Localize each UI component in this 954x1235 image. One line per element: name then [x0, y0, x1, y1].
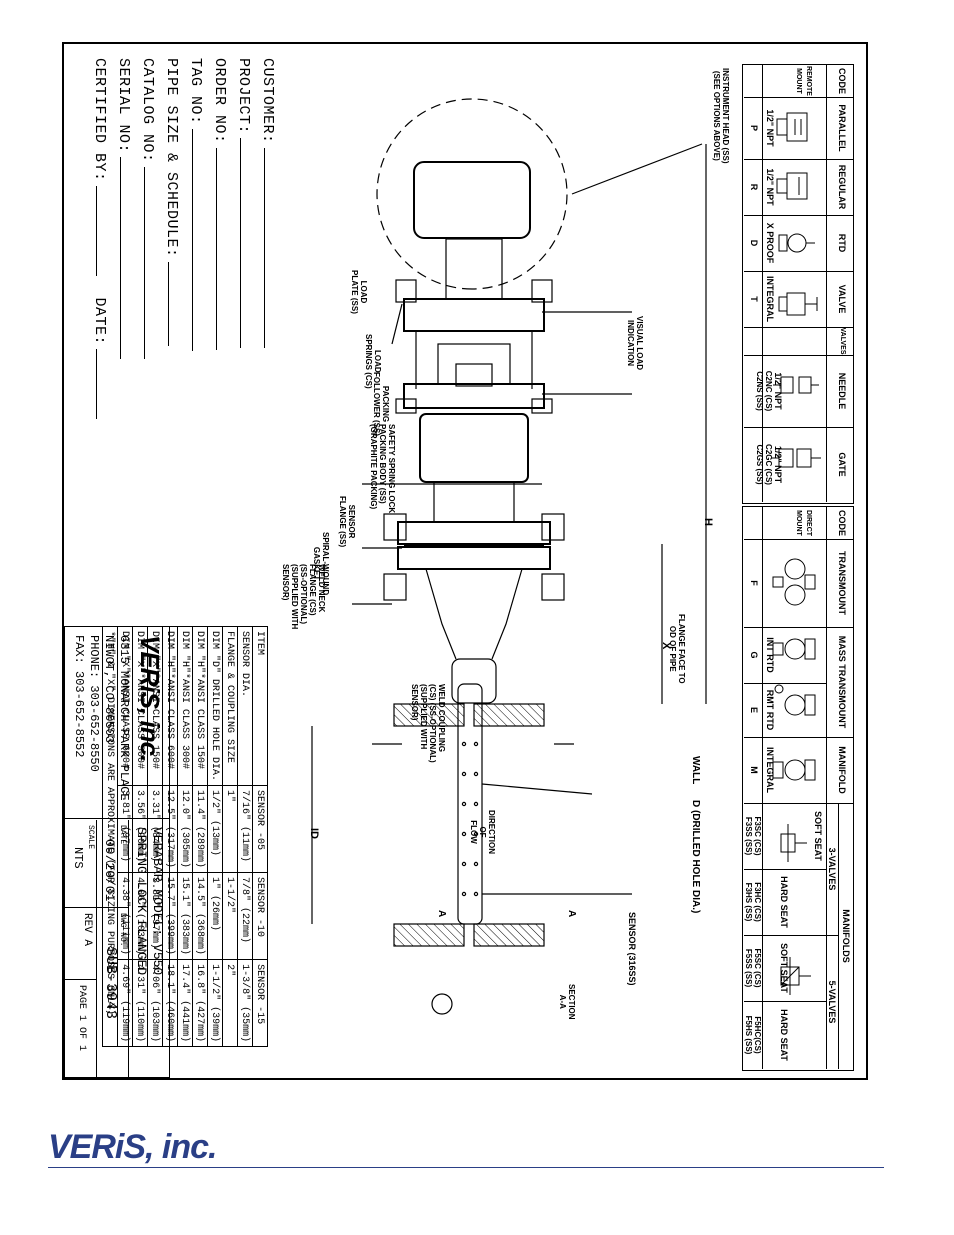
callout-weld-coupling: WELD COUPLING (CS) (SS-OPTIONAL) (SUPPLI…	[410, 684, 446, 763]
title-dwg-no: SUB-3943	[102, 947, 119, 1020]
callout-safety-spring: SAFETY SPRING LOCK PACKING BODY (SS) (GR…	[369, 424, 396, 514]
dm-code-m: M	[749, 766, 759, 774]
dm-mass-transmount: MASS TRANSMOUNT	[837, 635, 847, 729]
callout-sensor-flange: SENSOR FLANGE (SS)	[338, 496, 356, 548]
dm-code-g: G	[749, 651, 759, 659]
callout-drilled-hole: D (DRILLED HOLE DIA.)	[690, 800, 701, 914]
order-no-line: ORDER NO:	[211, 58, 228, 350]
dm-code-header: CODE	[837, 509, 847, 536]
rm-code-d: D	[749, 239, 759, 247]
dims-header-item: ITEM	[252, 626, 268, 786]
dm-type-header: DIRECT MOUNT	[795, 509, 812, 537]
title-company-logo: VERiS, inc.	[135, 635, 165, 762]
title-scale: NTS	[71, 847, 85, 869]
dim-h-label: H	[702, 518, 714, 526]
callout-load-plate: LOAD PLATE (SS)	[350, 270, 368, 314]
callout-sensor-316: SENSOR (316SS)	[627, 912, 637, 986]
title-dwg-label: DWG NO.	[118, 913, 127, 947]
remote-mount-table: CODE PARALLEL REGULAR RTD VALVE VALVES N…	[742, 64, 854, 504]
drawing-sheet: CODE PARALLEL REGULAR RTD VALVE VALVES N…	[62, 42, 868, 1080]
dim-id-label: ID	[308, 828, 320, 839]
rm-needle: NEEDLE	[837, 372, 847, 410]
rm-type-header: REMOTE MOUNT	[795, 66, 812, 96]
dim-x-label: X	[660, 642, 672, 650]
dm-three-valves: 3-VALVES	[827, 847, 837, 891]
direct-mount-sketches	[772, 558, 816, 995]
rm-code-t: T	[749, 296, 759, 302]
dm-transmount: TRANSMOUNT	[837, 551, 847, 615]
dm-mf-code-1: F3SC (CS) F3SS (SS)	[744, 816, 762, 856]
tag-no-line: TAG NO:	[187, 58, 204, 351]
title-page: PAGE 1 OF 1	[76, 985, 87, 1052]
dm-five-valves: 5-VALVES	[827, 980, 837, 1024]
rm-gate: GATE	[837, 452, 847, 477]
dm-mf-code-2: F3HC (CS) F3HS (SS)	[744, 882, 762, 922]
dm-manifolds: MANIFOLDS	[841, 909, 851, 963]
rm-code-header: CODE	[837, 67, 847, 94]
callout-section: SECTION A-A	[558, 984, 576, 1020]
callout-weld-neck: WELD NECK FLANGE (CS) (SS-OPTIONAL) (SUP…	[281, 564, 326, 630]
dm-code-f: F	[749, 580, 759, 586]
rm-parallel: PARALLEL	[837, 104, 847, 152]
rm-regular: REGULAR	[837, 164, 847, 210]
title-date-label: DATE	[118, 825, 127, 845]
footer-rule	[48, 1167, 884, 1168]
rm-rtd: RTD	[837, 233, 847, 253]
table-row: DIM "H"*ANSI CLASS 150#11.4" (289mm)14.5…	[192, 626, 208, 1047]
dims-header-10: SENSOR -10	[252, 872, 268, 960]
project-line: PROJECT:	[235, 58, 252, 349]
serial-no-line: SERIAL NO:	[115, 58, 132, 360]
title-scale-label: SCALE	[86, 825, 95, 850]
customer-line: CUSTOMER:	[259, 58, 276, 348]
dims-header-05: SENSOR -05	[252, 785, 268, 873]
title-description: SPRING LOCK FLANGED	[134, 827, 149, 976]
sensor-assembly-drawing	[311, 98, 707, 1015]
table-row: DIM "D" DRILLED HOLE DIA.1/2" (13mm)1" (…	[207, 626, 223, 1047]
section-a-mark-1: A	[566, 910, 577, 918]
date-label: DATE:	[91, 297, 108, 346]
dm-code-e: E	[749, 706, 759, 713]
dm-manifold: MANIFOLD	[837, 746, 847, 794]
title-model: VERABAR MODEL: V550	[150, 827, 165, 976]
title-fax: FAX: 303-652-8552	[72, 635, 86, 758]
rm-code-p: P	[749, 124, 759, 131]
dims-header-15: SENSOR -15	[252, 959, 268, 1047]
table-row: DIM "H"*ANSI CLASS 300#12.0" (305mm)15.1…	[177, 626, 193, 1047]
footer-logo: VERiS, inc.	[48, 1128, 217, 1166]
rm-valves: VALVES	[839, 327, 846, 355]
rm-code-r: R	[749, 183, 759, 191]
rotated-drawing: CODE PARALLEL REGULAR RTD VALVE VALVES N…	[64, 44, 866, 1078]
dm-mf-code-3: F5SC (CS) F5SS (SS)	[744, 948, 762, 988]
catalog-no-line: CATALOG NO:	[139, 58, 156, 359]
title-address1: 6315 MONARCH PARK PLACE	[117, 635, 131, 801]
dm-mf-code-4: F5HC(CS) F5HS (SS)	[744, 1015, 762, 1055]
callout-direction-flow: DIRECTION OF FLOW	[469, 810, 496, 854]
section-a-mark-2: A	[436, 910, 447, 918]
callout-visual-load: VISUAL LOAD INDICATION	[626, 316, 644, 371]
title-address2: NIWOT, CO 80503	[102, 635, 116, 744]
title-rev: REV A	[81, 913, 93, 947]
table-row: SENSOR DIA.7/16" (11mm)7/8" (22mm)1-3/8"…	[237, 626, 253, 1047]
dims-header-row: ITEM SENSOR -05 SENSOR -10 SENSOR -15	[252, 626, 268, 1047]
title-phone: PHONE: 303-652-8550	[87, 635, 101, 772]
remote-mount-sketches	[771, 112, 821, 468]
direct-mount-table: CODE TRANSMOUNT MASS TRANSMOUNT MANIFOLD…	[742, 506, 854, 1071]
certified-by-line: CERTIFIED BY:DATE:	[91, 58, 108, 420]
callout-instrument-head: INSTRUMENT HEAD (SS) (SEE OPTIONS ABOVE)	[712, 68, 730, 164]
pipe-size-line: PIPE SIZE & SCHEDULE:	[163, 58, 180, 346]
rm-valve: VALVE	[837, 284, 847, 314]
callout-wall: WALL	[690, 756, 701, 785]
title-block: VERiS, inc. 6315 MONARCH PARK PLACE NIWO…	[64, 626, 170, 1078]
title-date: 09/20/01	[102, 839, 117, 902]
